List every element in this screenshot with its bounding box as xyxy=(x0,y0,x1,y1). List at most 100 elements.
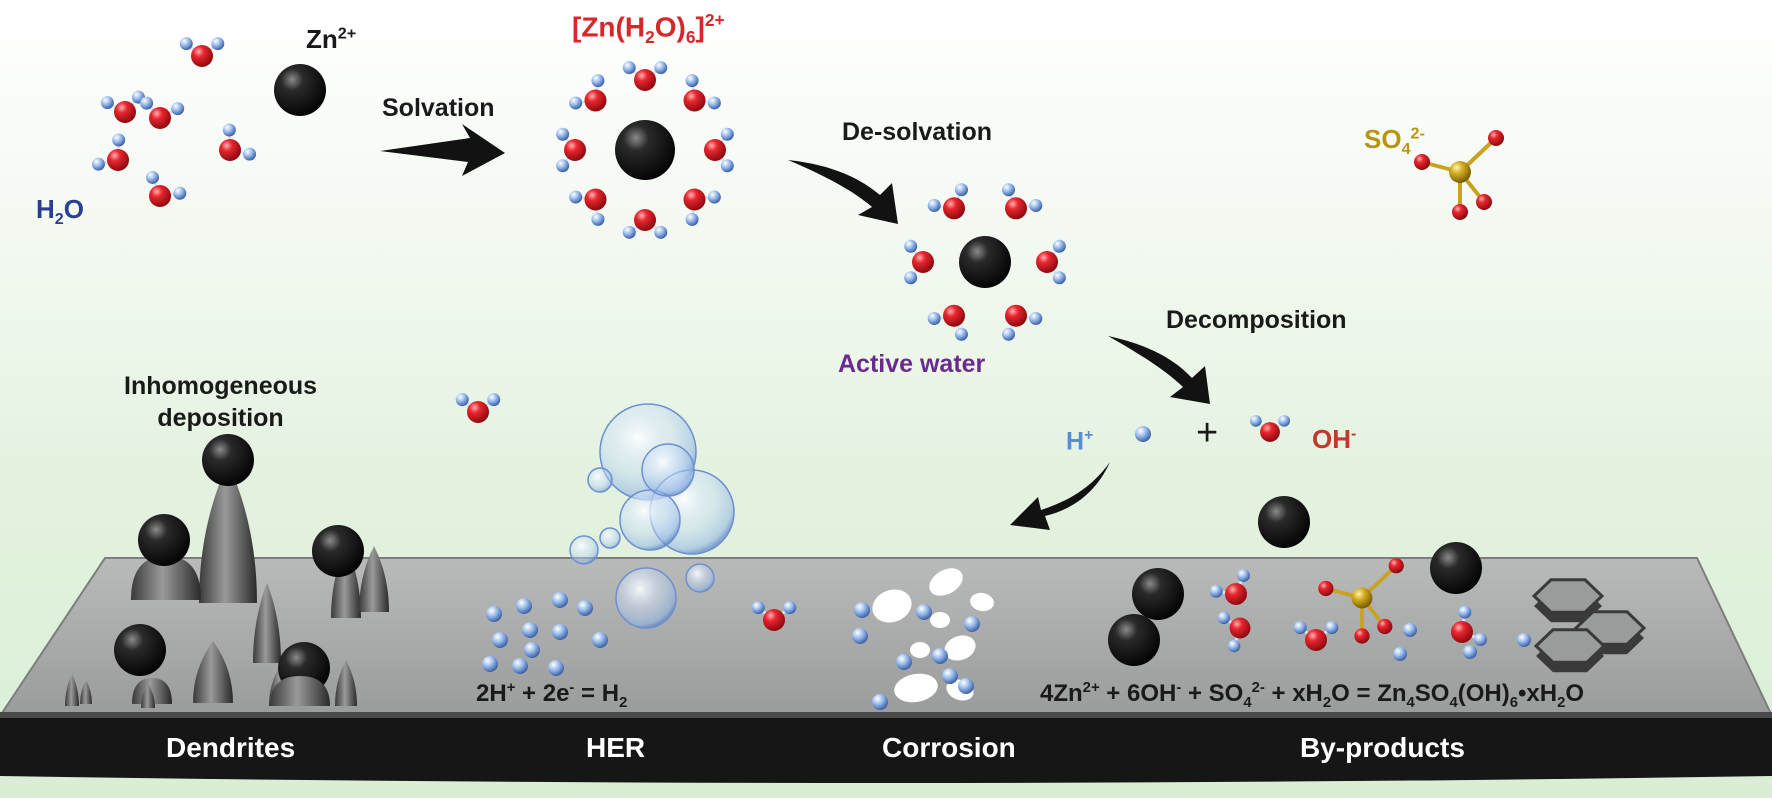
hydrogen-bubble xyxy=(599,527,621,549)
zinc-ion xyxy=(1108,614,1160,666)
plus-sign: + xyxy=(1196,412,1219,454)
band-label-her: HER xyxy=(586,732,646,763)
hydrogen-atom xyxy=(552,624,568,640)
zinc-ion xyxy=(114,624,166,676)
dendrite-spike xyxy=(193,641,233,703)
water-molecule xyxy=(1217,611,1251,653)
hydrogen-atom xyxy=(854,602,870,618)
hydrogen-bubble xyxy=(615,567,677,629)
hydrogen-atom xyxy=(1463,645,1477,659)
water-molecule xyxy=(91,133,129,171)
corrosion-pit xyxy=(894,673,938,703)
desolvation-label: De-solvation xyxy=(842,118,993,146)
byproduct-plate xyxy=(1531,578,1605,614)
corrosion-pit xyxy=(872,589,912,623)
water-molecule xyxy=(140,96,185,129)
hydrogen-atom xyxy=(516,598,532,614)
zinc-ion xyxy=(202,434,254,486)
zinc-mound xyxy=(132,678,172,704)
band-label-dendrites: Dendrites xyxy=(166,732,296,763)
proton-label: H+ xyxy=(1066,427,1094,456)
solvation-arrow xyxy=(380,124,505,176)
hydrogen-atom xyxy=(964,616,980,632)
decomposition-label: Decomposition xyxy=(1166,306,1347,334)
band-label-corrosion: Corrosion xyxy=(882,732,1016,763)
water-molecule xyxy=(1451,605,1488,646)
water-molecule xyxy=(1209,568,1250,605)
solvation-label: Solvation xyxy=(382,94,495,122)
hydrogen-atom xyxy=(896,654,912,670)
active-water-label: Active water xyxy=(838,350,986,378)
band-edge xyxy=(0,712,1772,718)
hydrogen-bubble xyxy=(641,443,695,497)
water-molecule xyxy=(751,601,797,631)
dendrite-spike xyxy=(331,546,361,618)
sulfate-ion xyxy=(1318,558,1404,644)
water-molecule xyxy=(569,188,607,226)
zinc-ion xyxy=(312,525,364,577)
water-molecule xyxy=(622,209,668,239)
corrosion-pit xyxy=(930,612,950,628)
hydrogen-bubble xyxy=(685,563,715,593)
desolvation-arrow xyxy=(788,160,898,224)
hydrogen-atom xyxy=(1393,647,1407,661)
hydroxide-label: OH- xyxy=(1312,424,1357,454)
label-band xyxy=(0,716,1772,783)
dendrite-spike xyxy=(80,680,92,704)
water-molecule xyxy=(556,127,586,173)
byproduct-equation: 4Zn2+ + 6OH- + SO42- + xH2O = Zn4SO4(OH)… xyxy=(1040,680,1585,711)
water-molecule xyxy=(569,74,607,112)
water-molecule xyxy=(100,90,145,123)
zinc-ion xyxy=(1430,542,1482,594)
corrosion-pit xyxy=(929,568,963,596)
band-label-byproducts: By-products xyxy=(1300,732,1465,763)
corrosion-pit xyxy=(910,642,930,658)
byproduct-plate xyxy=(1533,628,1607,664)
water-molecule xyxy=(927,304,968,341)
corrosion-pit xyxy=(970,592,994,612)
hydrogen-atom xyxy=(577,600,593,616)
water-molecule xyxy=(179,37,225,67)
hydrogen-atom xyxy=(486,606,502,622)
water-molecule xyxy=(1249,415,1291,442)
hydrogen-atom xyxy=(1135,426,1151,442)
hydrogen-atom xyxy=(852,628,868,644)
hydrogen-atom xyxy=(512,658,528,674)
h-plus-arrow xyxy=(1010,462,1110,530)
hydrogen-atom xyxy=(1403,623,1417,637)
solvated-complex-label: [Zn(H2O)6]2+ xyxy=(572,10,725,47)
hydrogen-atom xyxy=(942,668,958,684)
hydrogen-atom xyxy=(522,622,538,638)
zinc-mound xyxy=(131,556,201,600)
corrosion-pit xyxy=(944,635,976,661)
zinc-ion xyxy=(615,120,675,180)
zinc-ion xyxy=(959,236,1011,288)
dendrite-spike xyxy=(65,674,79,706)
zinc-ion xyxy=(274,64,326,116)
water-molecule xyxy=(704,127,734,173)
hydrogen-atom xyxy=(916,604,932,620)
water-molecule xyxy=(927,183,968,220)
water-molecule xyxy=(219,123,257,161)
water-molecule xyxy=(683,188,721,226)
dendrite-spike xyxy=(335,660,357,706)
water-molecule xyxy=(683,74,721,112)
zinc-ion xyxy=(1132,568,1184,620)
hydrogen-atom xyxy=(932,648,948,664)
water-molecule xyxy=(1002,304,1043,341)
hydrogen-atom xyxy=(1517,633,1531,647)
hydrogen-atom xyxy=(548,660,564,676)
electrode-surface xyxy=(0,557,1772,717)
decomposition-arrow xyxy=(1108,336,1210,404)
zn-ion-label: Zn2+ xyxy=(306,24,357,54)
inhomogeneous-deposition-label: Inhomogeneous deposition xyxy=(124,372,318,432)
water-molecule xyxy=(146,170,187,207)
water-label: H2O xyxy=(36,194,84,229)
hydrogen-atom xyxy=(524,642,540,658)
water-molecule xyxy=(1293,621,1339,651)
hydrogen-bubble xyxy=(587,467,613,493)
dendrite-spike xyxy=(141,684,155,708)
zinc-ion xyxy=(138,514,190,566)
